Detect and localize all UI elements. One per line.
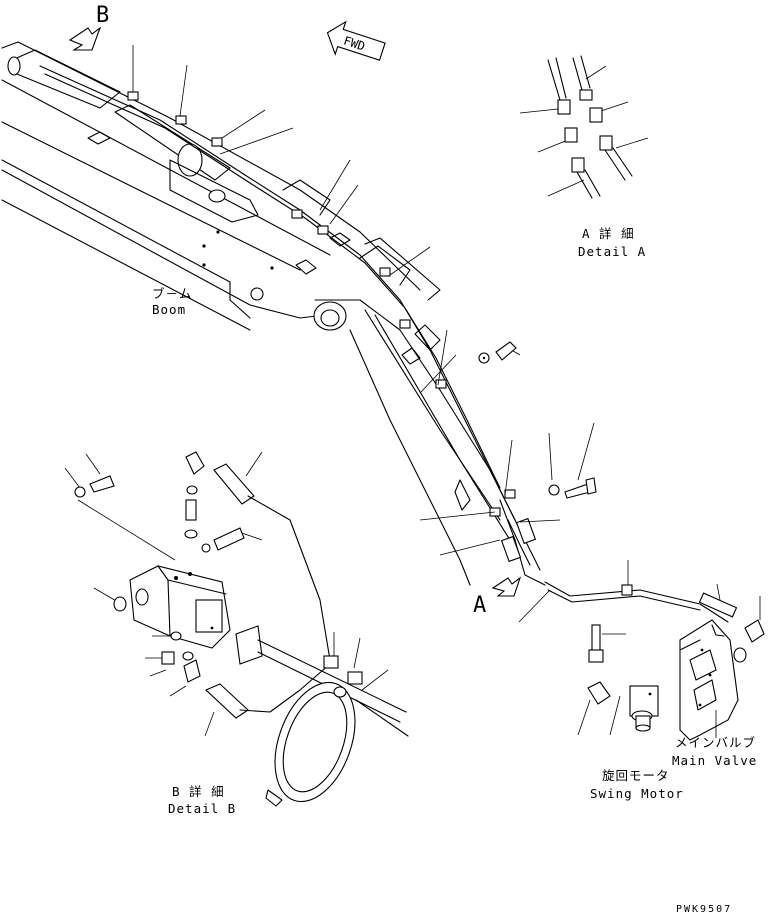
main-valve (679, 619, 739, 741)
boom-label: ブ－ム Boom (152, 286, 193, 317)
boom-label-jp: ブ－ム (152, 286, 193, 301)
boom-bolt-washer (478, 341, 597, 499)
leader-lines (132, 45, 595, 623)
detail-b-label-jp: B 詳 細 (172, 784, 225, 799)
detail-a-fittings (519, 55, 649, 199)
fwd-label: FWD (342, 34, 367, 54)
detail-b-label-en: Detail B (168, 801, 236, 816)
boom-label-en: Boom (152, 302, 186, 317)
fwd-arrow: FWD (326, 20, 386, 61)
callout-a-letter: A (473, 593, 486, 618)
hoses-to-valve (544, 560, 765, 736)
detail-b-assembly (64, 451, 409, 807)
callout-b: B (68, 3, 109, 51)
swing-motor-label-jp: 旋回モータ (602, 768, 670, 783)
main-valve-label-en: Main Valve (672, 753, 757, 768)
detail-a-label-jp: A 詳 細 (582, 226, 635, 241)
detail-a-label: A 詳 細 Detail A (578, 226, 646, 259)
boom-structure (1, 41, 546, 597)
swing-motor-label: 旋回モータ Swing Motor (590, 768, 684, 801)
detail-b-label: B 詳 細 Detail B (168, 784, 236, 816)
drawing-code: PWK9507 (676, 904, 732, 915)
callout-b-letter: B (96, 3, 109, 28)
swing-motor (629, 685, 659, 732)
main-valve-label-jp: メインバルブ (675, 735, 756, 750)
main-valve-label: メインバルブ Main Valve (672, 735, 757, 768)
detail-a-label-en: Detail A (578, 244, 646, 259)
swing-motor-label-en: Swing Motor (590, 786, 684, 801)
